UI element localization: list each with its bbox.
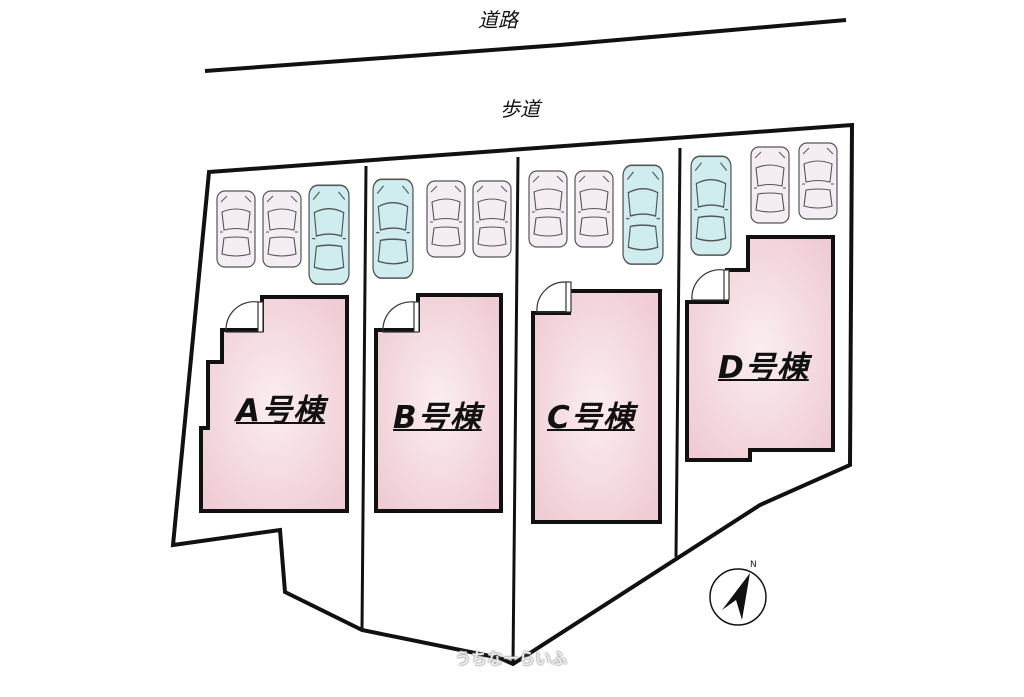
road-line	[204, 18, 847, 73]
car-icon	[308, 184, 350, 285]
door-swing-icon	[536, 281, 572, 313]
compass-north-label: N	[750, 560, 757, 570]
car-icon	[798, 142, 838, 220]
door-swing-icon	[691, 269, 730, 301]
watermark-logo: うちなーらいふ	[455, 649, 568, 668]
car-icon	[574, 170, 614, 248]
car-icon	[372, 178, 414, 279]
door-swing-icon	[225, 301, 264, 333]
car-icon	[750, 146, 790, 224]
car-icon	[216, 190, 256, 268]
road-label: 道路	[478, 8, 518, 32]
building-a	[199, 295, 349, 513]
sidewalk-label: 歩道	[500, 97, 540, 121]
north-arrow-icon	[709, 568, 767, 626]
lot-divider	[511, 156, 520, 665]
building-d	[685, 235, 835, 462]
building-d-label: D号棟	[718, 350, 809, 386]
car-icon	[472, 180, 512, 258]
car-icon	[528, 170, 568, 248]
car-icon	[622, 164, 664, 265]
building-c	[531, 289, 662, 524]
door-swing-icon	[382, 301, 420, 333]
lot-divider	[360, 165, 368, 631]
car-icon	[426, 180, 466, 258]
building-c-label: C号棟	[547, 400, 635, 436]
lot-divider	[674, 147, 682, 558]
car-icon	[690, 155, 732, 256]
building-a-label: A号棟	[236, 393, 325, 429]
building-b-label: B号棟	[393, 400, 482, 436]
car-icon	[262, 190, 302, 268]
